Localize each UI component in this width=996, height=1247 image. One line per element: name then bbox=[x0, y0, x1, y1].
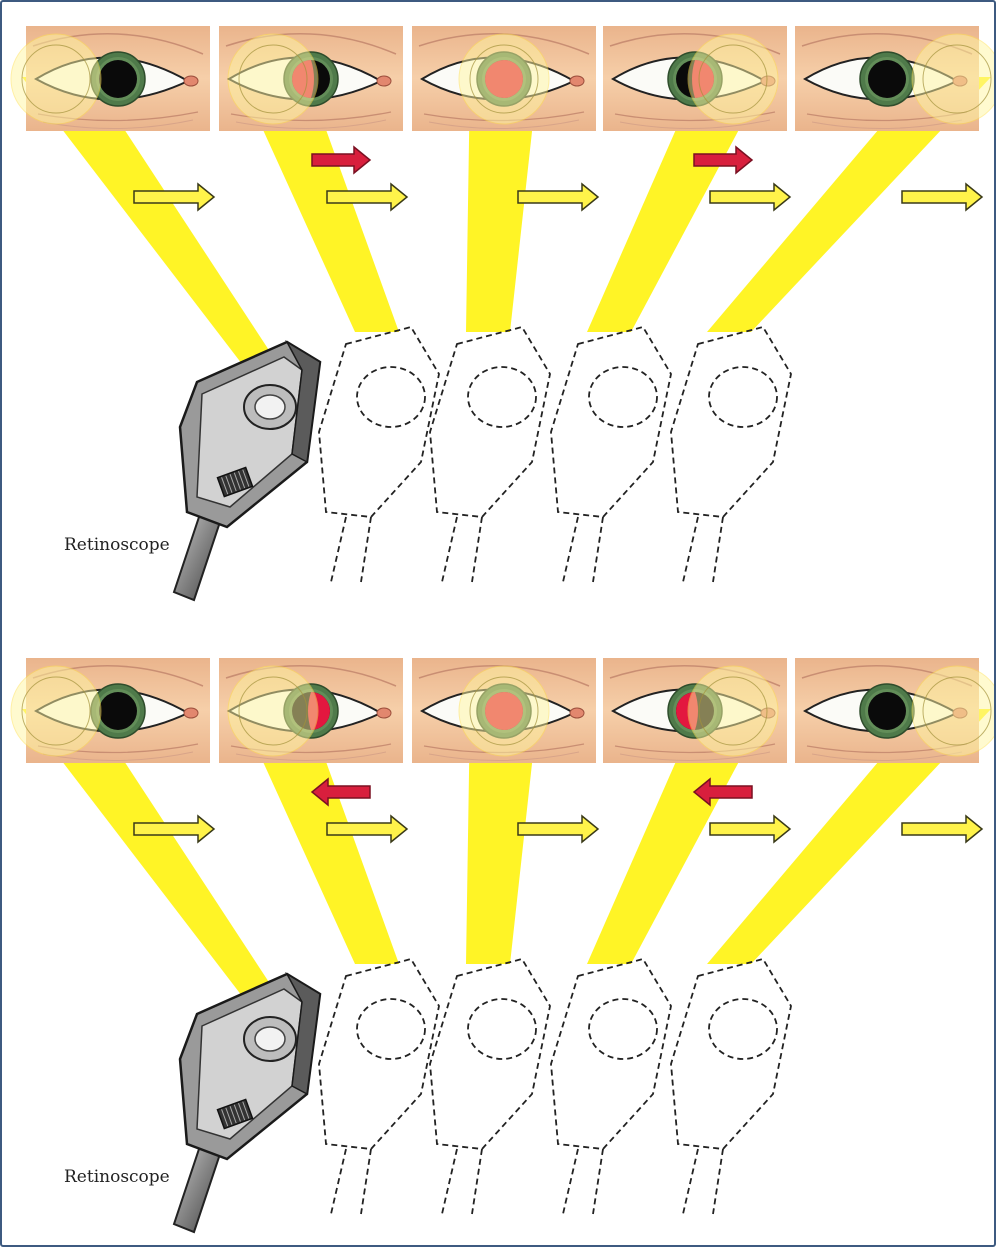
pupil bbox=[868, 60, 906, 98]
dashed-retinoscope-outline bbox=[430, 327, 550, 582]
retinoscope-label: Retinoscope bbox=[64, 1167, 170, 1187]
eye-panel bbox=[795, 658, 994, 763]
panel-top: Retinoscope bbox=[11, 26, 994, 600]
eye-panel bbox=[11, 658, 210, 763]
light-spot bbox=[912, 34, 994, 124]
light-spot bbox=[912, 666, 994, 756]
yellow-arrow-icon bbox=[518, 816, 598, 842]
dashed-retinoscope-outline bbox=[551, 327, 671, 582]
light-spot bbox=[228, 34, 318, 124]
yellow-arrow-icon bbox=[710, 816, 790, 842]
pupil bbox=[99, 60, 137, 98]
eye-panel bbox=[219, 658, 403, 763]
eye-panel bbox=[412, 26, 596, 131]
eye-panel bbox=[795, 26, 994, 131]
light-spot bbox=[11, 666, 101, 756]
dashed-retinoscope-outline bbox=[319, 327, 439, 582]
pupil bbox=[99, 692, 137, 730]
yellow-arrow-icon bbox=[518, 184, 598, 210]
eye-panel bbox=[11, 26, 210, 131]
dashed-retinoscope-outline bbox=[671, 959, 791, 1214]
eye-panel bbox=[603, 26, 787, 131]
light-spot bbox=[11, 34, 101, 124]
eye-panel bbox=[219, 26, 403, 131]
dashed-retinoscope-outline bbox=[319, 959, 439, 1214]
yellow-arrow-icon bbox=[902, 184, 982, 210]
light-spot bbox=[688, 34, 778, 124]
dashed-retinoscope-outline bbox=[671, 327, 791, 582]
yellow-arrow-icon bbox=[710, 184, 790, 210]
light-spot bbox=[459, 666, 549, 756]
light-spot bbox=[688, 666, 778, 756]
yellow-arrow-icon bbox=[902, 816, 982, 842]
retinoscope-icon bbox=[174, 974, 320, 1232]
panel-bottom: Retinoscope bbox=[11, 658, 994, 1232]
eye-panel bbox=[603, 658, 787, 763]
eye-panel bbox=[412, 658, 596, 763]
dashed-retinoscope-outline bbox=[430, 959, 550, 1214]
retinoscope-icon bbox=[174, 342, 320, 600]
light-spot bbox=[459, 34, 549, 124]
retinoscope-label: Retinoscope bbox=[64, 535, 170, 555]
dashed-retinoscope-outline bbox=[551, 959, 671, 1214]
light-spot bbox=[228, 666, 318, 756]
pupil bbox=[868, 692, 906, 730]
